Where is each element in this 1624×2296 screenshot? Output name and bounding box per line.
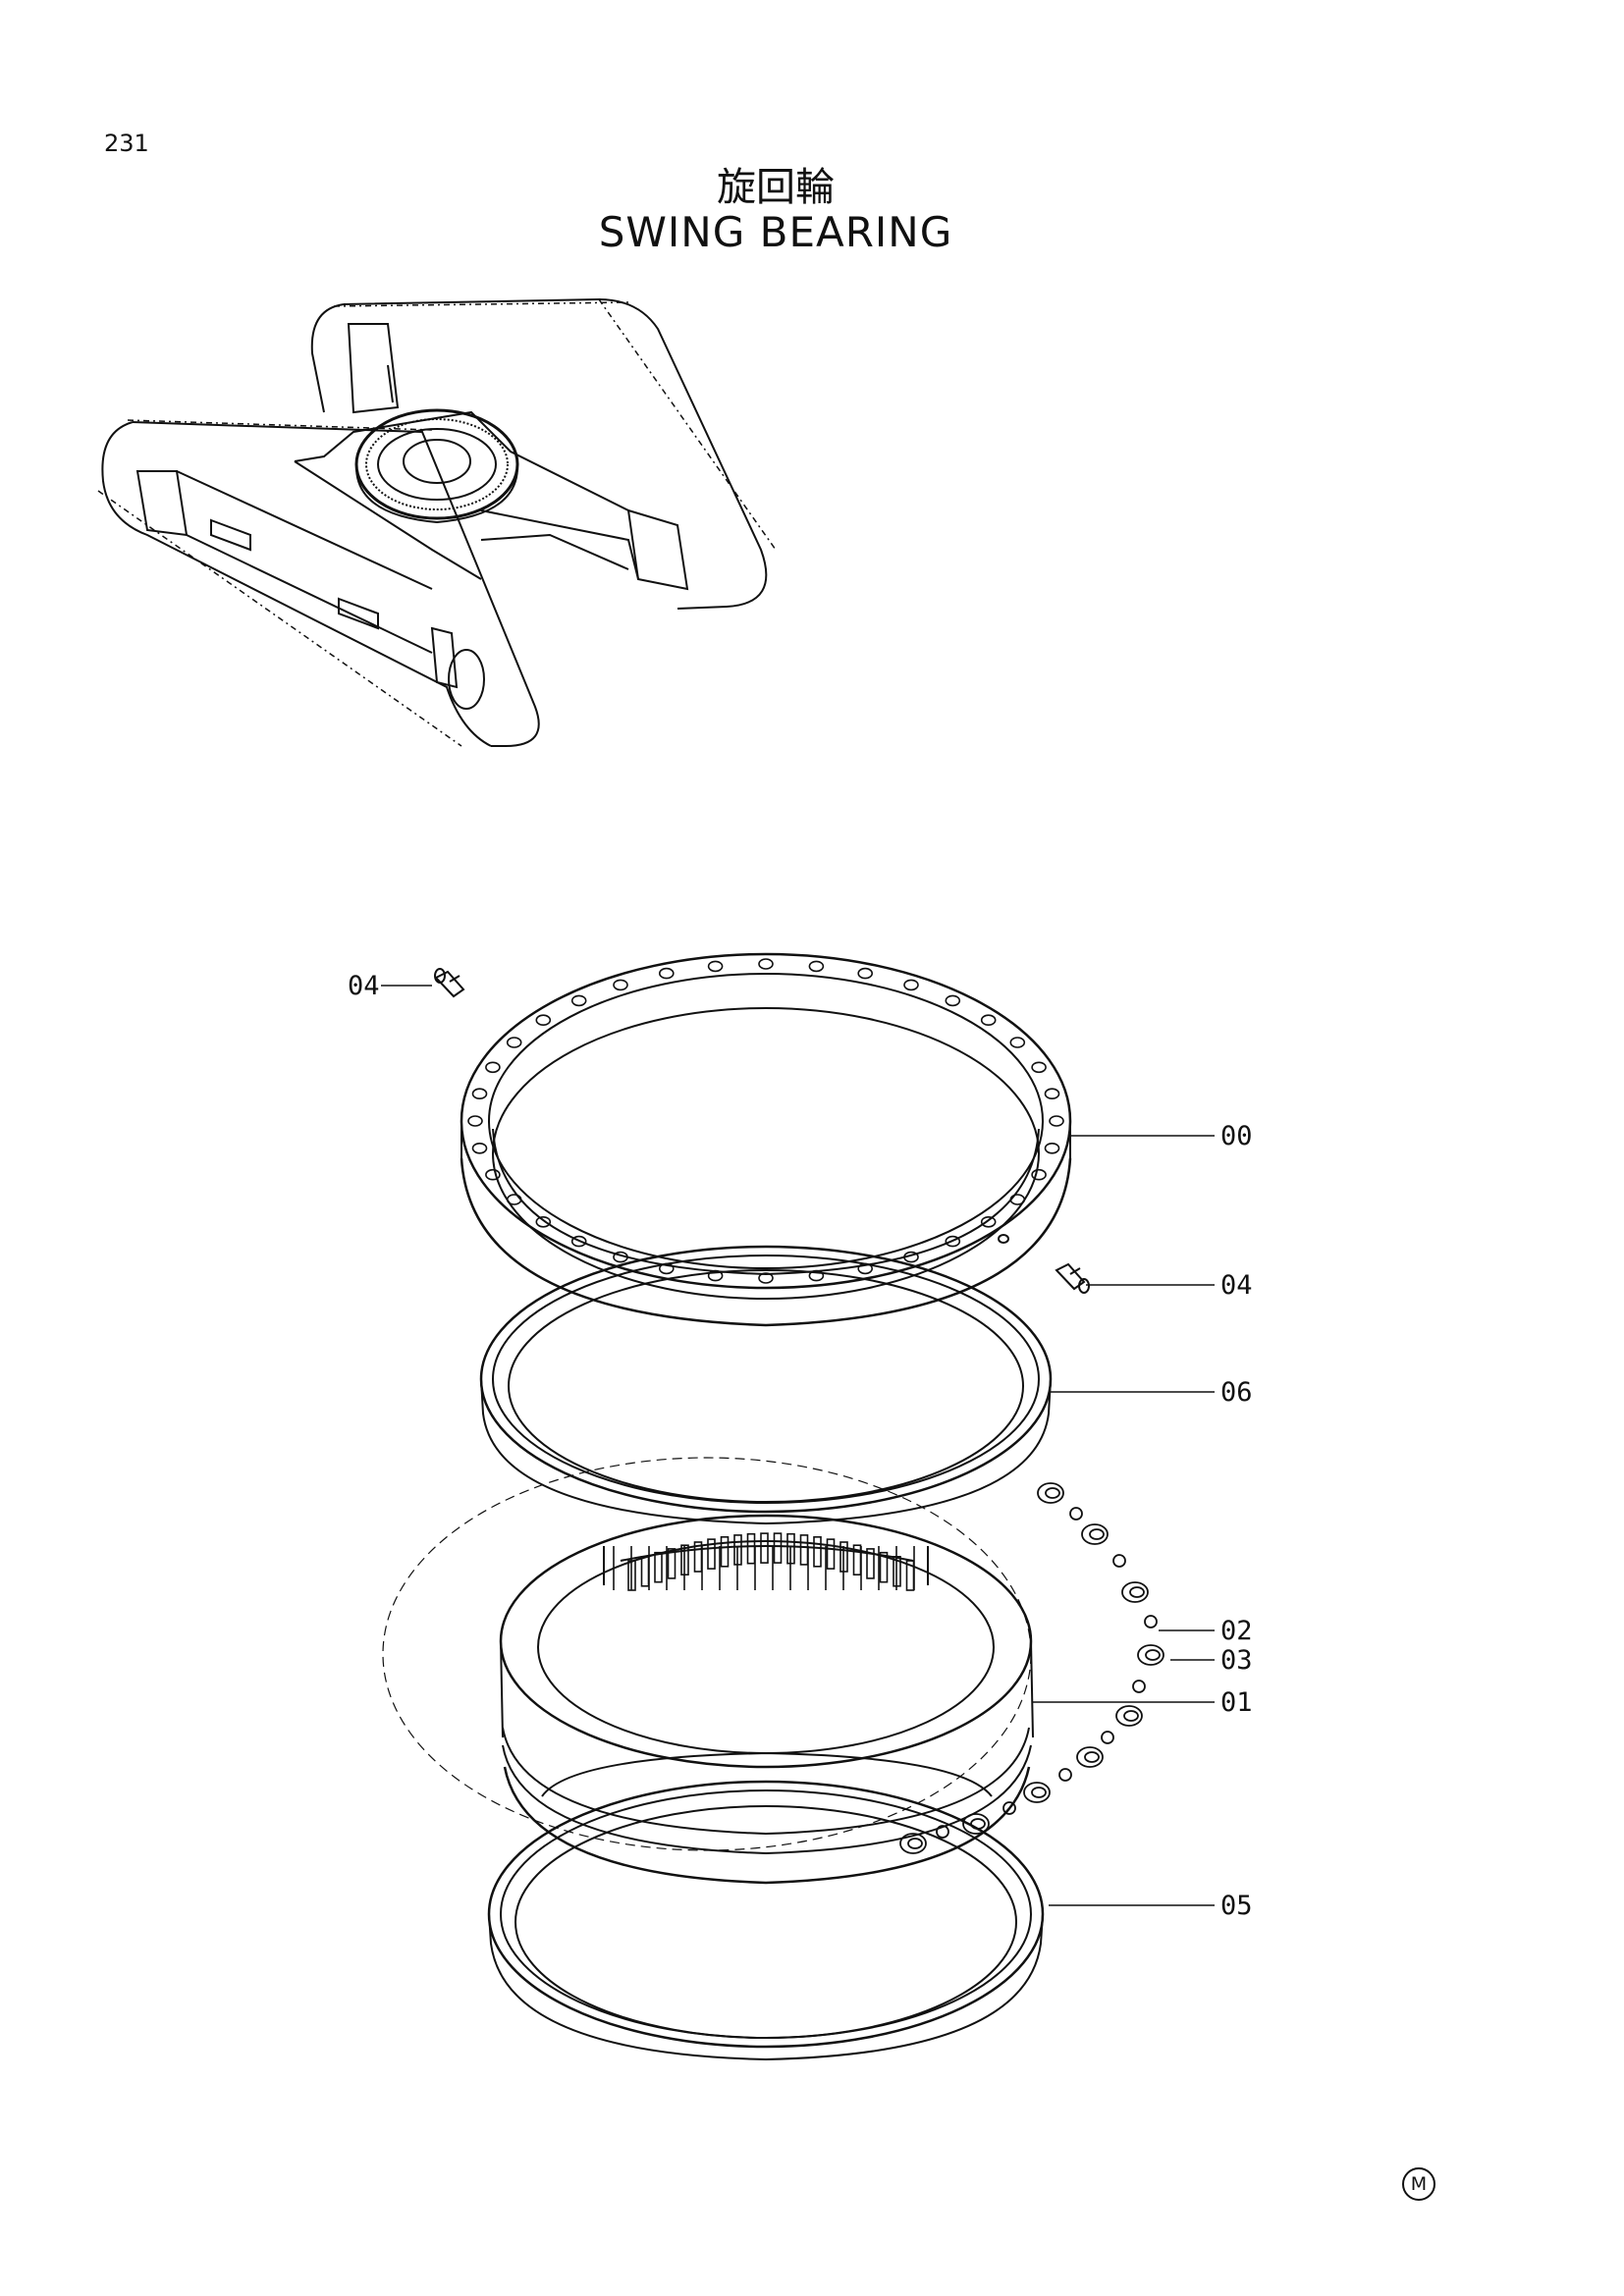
ball: [1069, 1507, 1083, 1521]
bolt-hole: [506, 1037, 522, 1048]
ball: [1132, 1680, 1146, 1693]
title-english: SWING BEARING: [598, 208, 953, 256]
bolt-hole: [471, 1143, 488, 1154]
bolt-hole: [535, 1014, 552, 1026]
gear-tooth: [746, 1532, 756, 1565]
roller: [962, 1813, 990, 1835]
title-japanese: 旋回輪: [717, 165, 835, 210]
leader-lines: [381, 985, 1215, 1906]
callout-01: 01: [1220, 1687, 1253, 1718]
bolt-hole: [467, 1115, 483, 1127]
gear-tooth: [826, 1538, 836, 1570]
ball: [1144, 1615, 1158, 1629]
bolt-hole: [570, 994, 587, 1007]
swing-bearing-diagram: [381, 952, 1215, 2061]
gear-tooth: [866, 1548, 875, 1579]
callout-04-left: 04: [348, 971, 380, 1001]
bolt-hole: [613, 979, 628, 991]
gear-tooth: [720, 1536, 730, 1568]
page-number: 231: [104, 130, 149, 157]
ball: [936, 1825, 949, 1839]
roller-bore: [1129, 1586, 1145, 1598]
gear-tooth: [773, 1532, 783, 1564]
bolt-hole: [535, 1216, 552, 1228]
bolt-hole: [1044, 1088, 1060, 1099]
roller-bore: [1084, 1751, 1100, 1763]
bolt-hole: [758, 1272, 774, 1284]
callout-06: 06: [1220, 1377, 1253, 1408]
bolt-hole: [945, 1235, 961, 1248]
roller: [899, 1833, 927, 1854]
bolt-hole: [903, 1251, 919, 1263]
bolt-hole: [1009, 1194, 1026, 1205]
roller: [1037, 1482, 1064, 1504]
bolt-hole: [758, 958, 774, 970]
roller: [1121, 1581, 1149, 1603]
bolt-hole: [471, 1088, 488, 1099]
gear-tooth: [640, 1556, 650, 1587]
callout-04-right: 04: [1220, 1270, 1253, 1301]
bolt-hole: [485, 1168, 501, 1181]
bolt-hole: [945, 994, 961, 1007]
gear-tooth: [799, 1534, 809, 1566]
bolt-hole: [980, 1014, 997, 1026]
bolt-hole: [707, 960, 724, 973]
rollers-part-02-03: [899, 1482, 1164, 1854]
roller-bore: [1045, 1487, 1060, 1499]
gear-tooth: [654, 1551, 663, 1583]
bolt-hole: [1049, 1115, 1064, 1127]
roller: [1115, 1705, 1143, 1727]
roller-bore: [907, 1838, 923, 1849]
ball: [1101, 1731, 1114, 1744]
outer-ring-part-00: [460, 952, 1072, 1327]
ball: [1112, 1554, 1126, 1568]
bolt-hole: [1044, 1143, 1060, 1154]
grease-nipple-part-04: [434, 968, 1090, 1294]
seal-ring-part-06: [479, 1245, 1053, 1525]
roller: [1081, 1523, 1109, 1545]
inner-ring-part-01: [499, 1514, 1034, 1885]
bolt-hole: [980, 1216, 997, 1228]
ball: [1058, 1768, 1072, 1782]
roller: [1023, 1782, 1051, 1803]
roller: [1076, 1746, 1104, 1768]
roller: [1137, 1644, 1164, 1666]
bolt-hole: [658, 967, 675, 980]
gear-tooth: [879, 1551, 889, 1583]
gear-tooth: [760, 1532, 769, 1564]
bolt-hole: [485, 1061, 501, 1074]
bolt-hole: [613, 1251, 628, 1263]
bolt-hole: [1009, 1037, 1026, 1048]
bolt-hole: [857, 967, 874, 980]
undercarriage-illustration: [97, 297, 777, 747]
roller-bore: [1123, 1710, 1139, 1722]
callout-02: 02: [1220, 1616, 1253, 1646]
gear-teeth: [613, 1532, 915, 1591]
gear-tooth: [667, 1548, 677, 1579]
bolt-hole: [707, 1269, 724, 1282]
bolt-hole: [1031, 1168, 1047, 1181]
seal-ring-part-05: [487, 1780, 1045, 2061]
bolt-hole: [808, 960, 825, 973]
bolt-hole: [570, 1235, 587, 1248]
registered-mark: M: [1402, 2167, 1435, 2201]
gear-tooth: [707, 1538, 716, 1570]
bolt-hole: [808, 1269, 825, 1282]
bolt-hole: [506, 1194, 522, 1205]
gear-tooth: [813, 1536, 822, 1568]
callout-03: 03: [1220, 1645, 1253, 1676]
roller-bore: [1089, 1528, 1105, 1540]
bolt-hole: [1031, 1061, 1047, 1074]
bolt-hole: [903, 979, 919, 991]
callout-00: 00: [1220, 1121, 1253, 1151]
ball: [1002, 1801, 1016, 1815]
roller-bore: [1145, 1649, 1161, 1661]
roller-bore: [1031, 1787, 1047, 1798]
bolt-holes: [467, 958, 1064, 1284]
callout-05: 05: [1220, 1891, 1253, 1921]
